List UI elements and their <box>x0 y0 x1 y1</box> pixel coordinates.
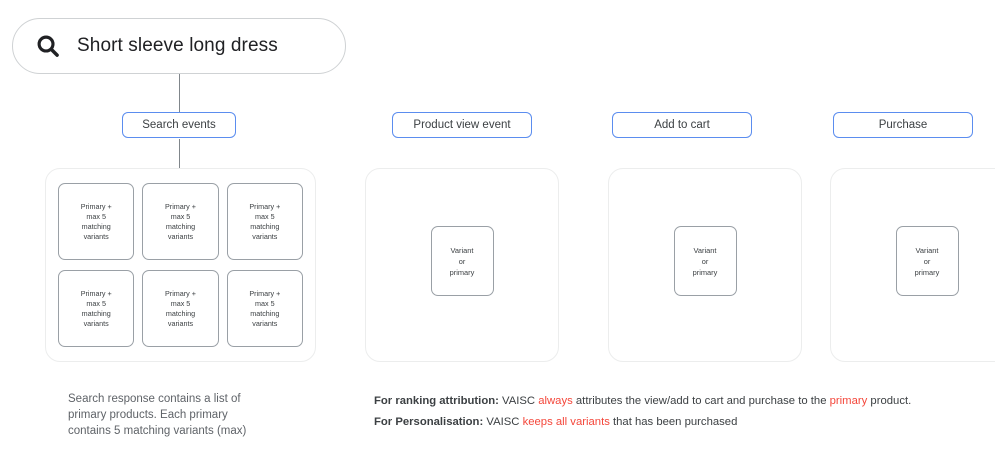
primary-variant-card[interactable]: Primary + max 5 matching variants <box>58 183 135 260</box>
ranking-note-highlight-always: always <box>538 395 573 407</box>
search-icon <box>37 35 59 57</box>
primary-variant-card[interactable]: Primary + max 5 matching variants <box>142 270 219 347</box>
chip-label: Purchase <box>878 119 928 131</box>
primary-variant-card[interactable]: Primary + max 5 matching variants <box>142 183 219 260</box>
chip-search-events[interactable]: Search events <box>122 112 236 138</box>
ranking-note-part2: attributes the view/add to cart and purc… <box>572 395 830 407</box>
primary-variant-card[interactable]: Primary + max 5 matching variants <box>226 270 303 347</box>
personalisation-note-part2: that has been purchased <box>609 416 738 428</box>
chip-label: Add to cart <box>654 119 710 131</box>
ranking-note-part1: VAISC <box>498 395 539 407</box>
ranking-attribution-note: For ranking attribution: VAISC always at… <box>374 391 984 412</box>
variant-or-primary-card[interactable]: Variant or primary <box>895 226 959 296</box>
add-to-cart-panel: Variant or primary <box>608 168 802 362</box>
chip-product-view-event[interactable]: Product view event <box>392 112 532 138</box>
primary-variant-card[interactable]: Primary + max 5 matching variants <box>58 270 135 347</box>
variant-or-primary-card[interactable]: Variant or primary <box>673 226 737 296</box>
attribution-notes: For ranking attribution: VAISC always at… <box>374 391 984 433</box>
chip-label: Search events <box>142 119 216 131</box>
search-query-text: Short sleeve long dress <box>77 35 278 56</box>
personalisation-note-highlight: keeps all variants <box>522 416 610 428</box>
search-bar[interactable]: Short sleeve long dress <box>12 18 346 74</box>
purchase-panel: Variant or primary <box>830 168 995 362</box>
primary-variant-card[interactable]: Primary + max 5 matching variants <box>226 183 303 260</box>
ranking-note-lead: For ranking attribution: <box>374 395 499 407</box>
ranking-note-highlight-primary: primary <box>829 395 868 407</box>
chip-add-to-cart[interactable]: Add to cart <box>612 112 752 138</box>
search-response-caption: Search response contains a list of prima… <box>68 393 247 437</box>
personalisation-note: For Personalisation: VAISC keeps all var… <box>374 412 984 433</box>
connector-search-to-chip <box>179 74 180 113</box>
personalisation-note-part1: VAISC <box>483 416 523 428</box>
search-results-panel: Primary + max 5 matching variants Primar… <box>45 168 316 362</box>
personalisation-note-lead: For Personalisation: <box>374 416 484 428</box>
variant-or-primary-card[interactable]: Variant or primary <box>430 226 494 296</box>
ranking-note-part3: product. <box>867 395 912 407</box>
chip-label: Product view event <box>413 119 511 131</box>
connector-chip-to-panel <box>179 139 180 169</box>
chip-purchase[interactable]: Purchase <box>833 112 973 138</box>
product-view-panel: Variant or primary <box>365 168 559 362</box>
